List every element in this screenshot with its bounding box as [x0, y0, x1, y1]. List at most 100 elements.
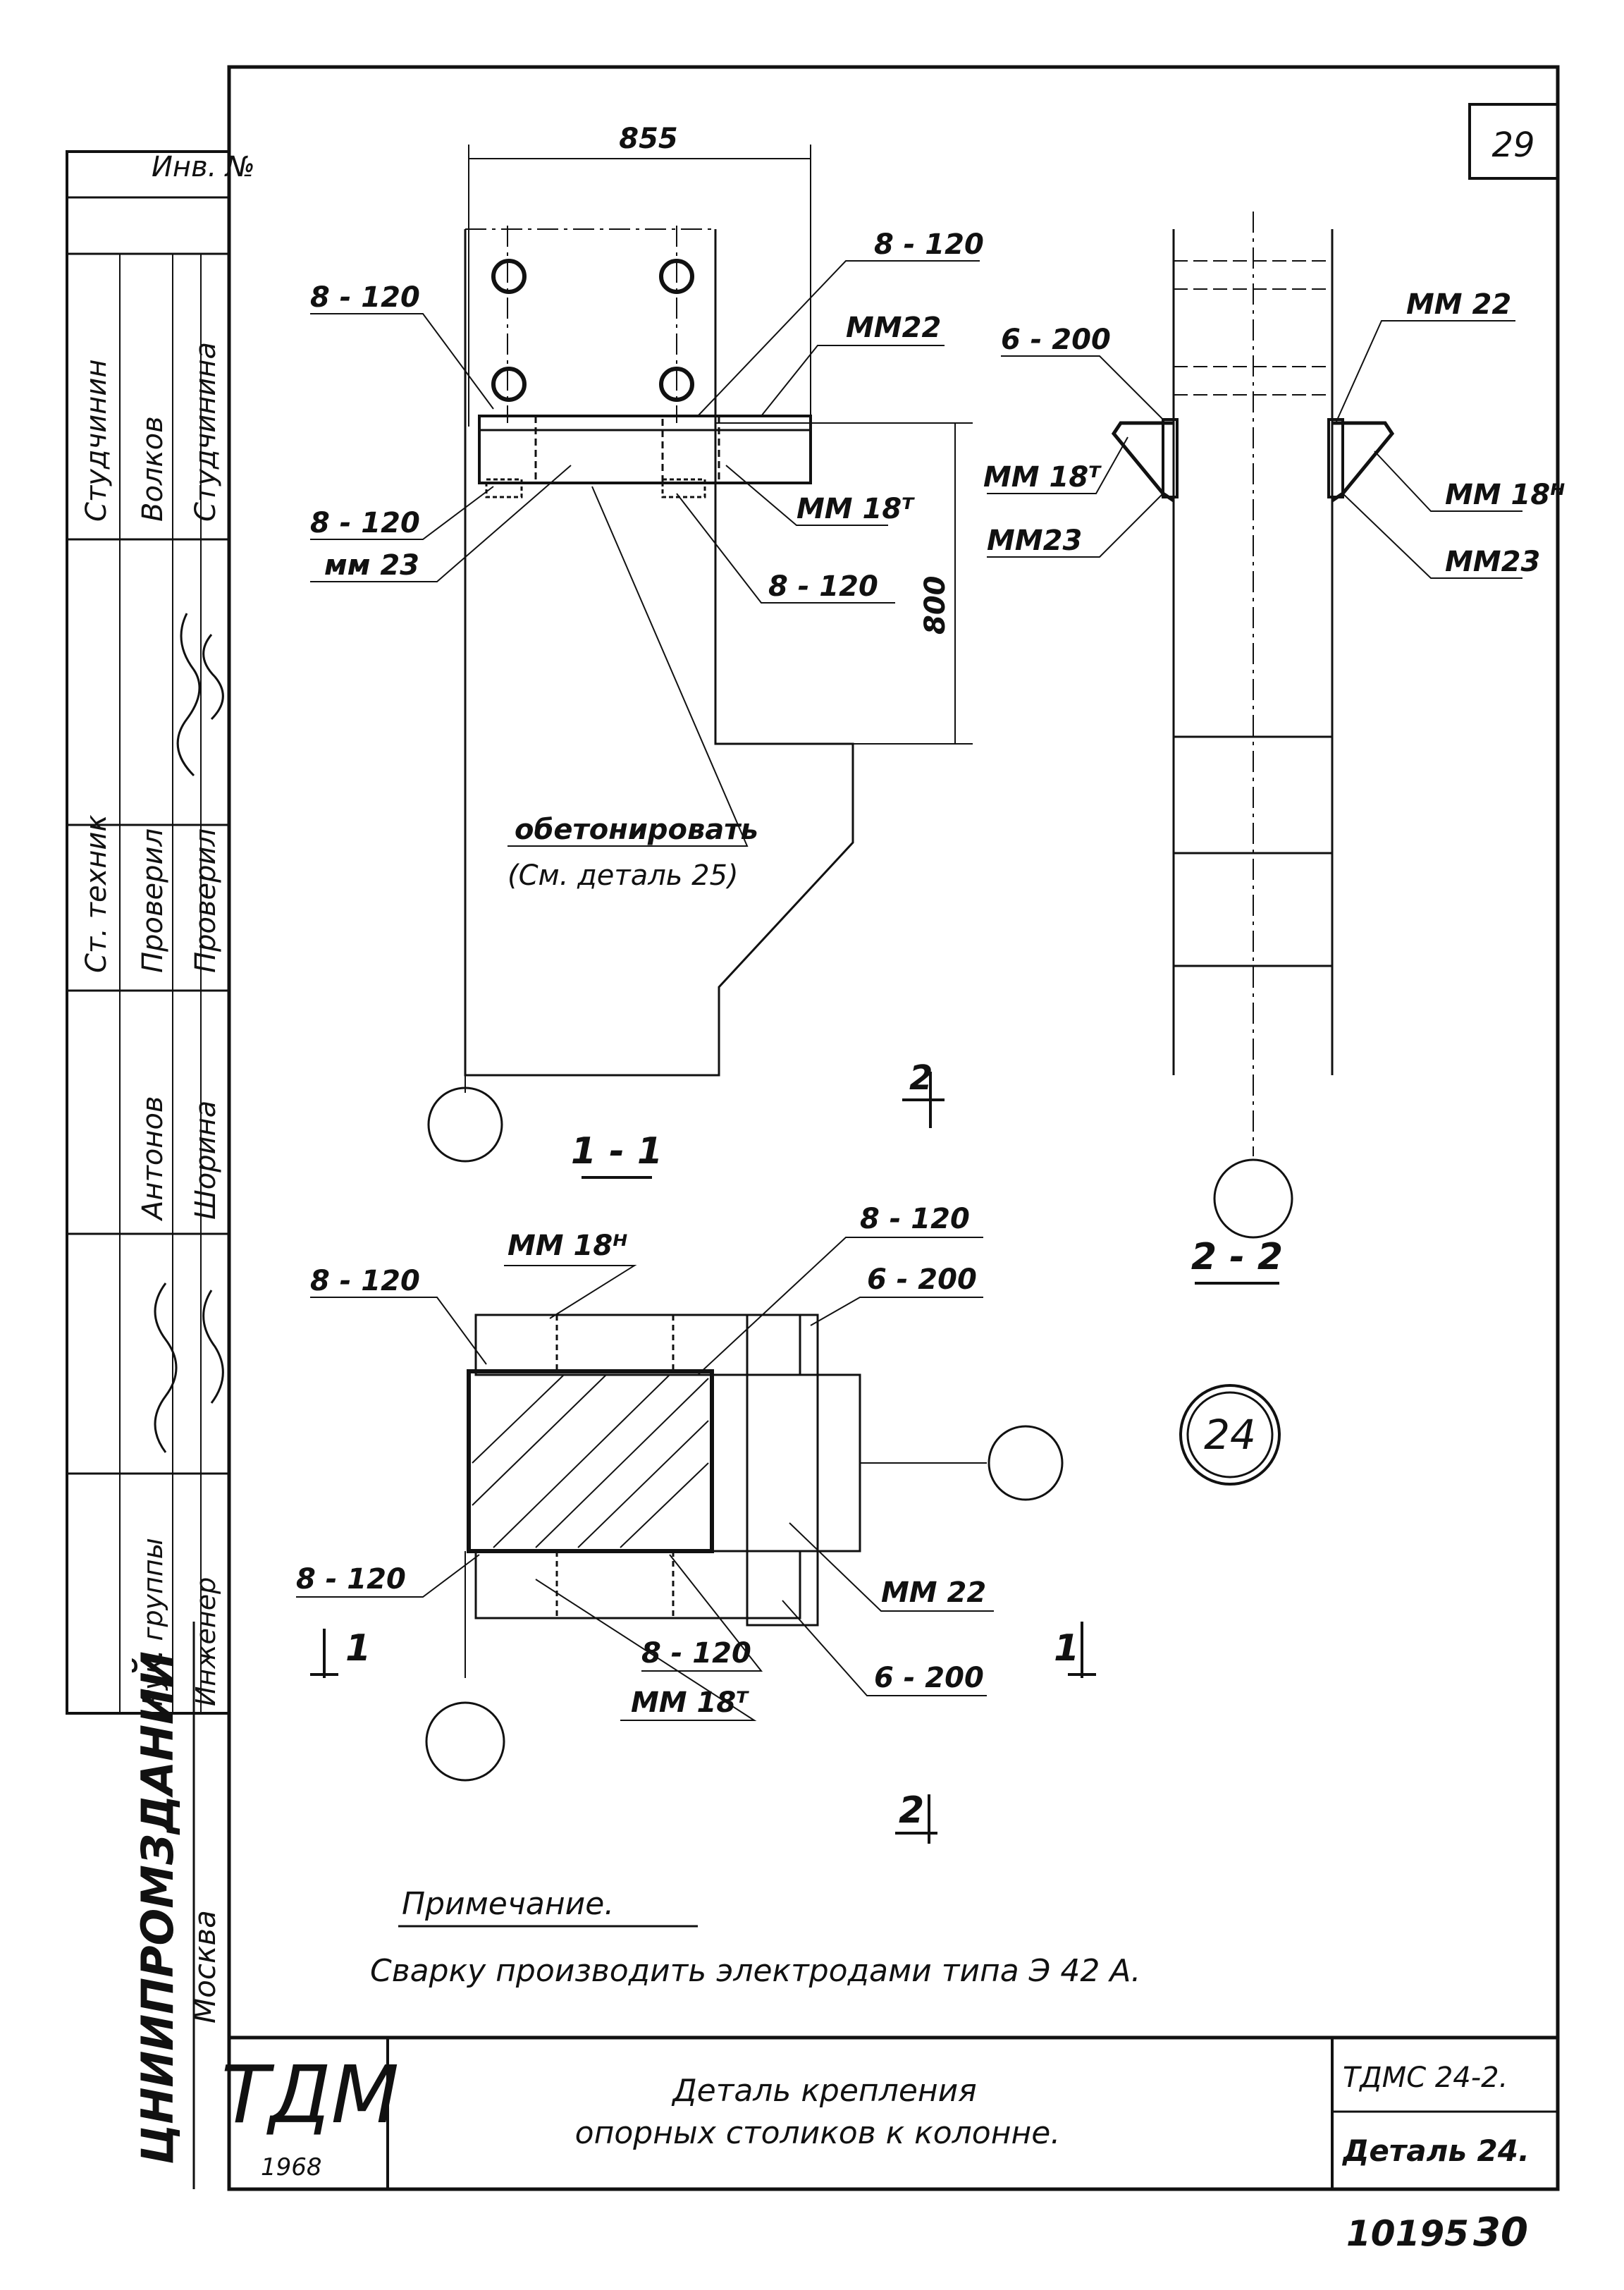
mm22-plate [710, 1373, 861, 1553]
label-mm23: мм 23 [324, 549, 419, 582]
label-mm18t: ММ 18ᵀ [796, 493, 915, 525]
axis-bubble [427, 1086, 503, 1163]
footer-page: 30 [1473, 2210, 1528, 2255]
org-name: ЦНИИПРОМЗДАНИЙ [132, 1651, 183, 2165]
leader [508, 486, 749, 847]
signature-4 [202, 1290, 224, 1404]
support-table [478, 415, 812, 484]
signature-2 [202, 634, 224, 721]
stamp-role-3: Ст. техник [80, 814, 113, 973]
section-title-2-2: 2 - 2 [1191, 1236, 1283, 1278]
label-mm22: ММ22 [846, 312, 941, 344]
leader [782, 1600, 987, 1696]
page-number: 29 [1491, 125, 1534, 165]
leader [310, 465, 572, 582]
cut-1-left: 1 [345, 1627, 371, 1670]
axis-bubble [1213, 1158, 1293, 1239]
leader [810, 1297, 983, 1326]
drawing-code: ТДМС 24-2. [1343, 2062, 1508, 2094]
view-1-1: 855 800 8 - 120 8 - 120 ММ22 8 - 120 мм … [310, 123, 984, 1179]
label-8-120: 8 - 120 [310, 507, 420, 539]
leader [504, 1265, 637, 1319]
upper-plate [474, 1314, 801, 1376]
detail-number: Деталь 24. [1341, 2133, 1530, 2168]
leader [676, 493, 895, 604]
label-8-120: 8 - 120 [860, 1203, 970, 1235]
label-mm22: ММ 22 [881, 1576, 986, 1609]
label-mm18t: ММ 18ᵀ [983, 461, 1102, 494]
bolt-hole [491, 259, 527, 294]
stamp-position-1: Рук. группы [137, 1538, 168, 1706]
stiffener-left [478, 415, 537, 484]
cut-2-top: 2 [909, 1058, 933, 1098]
label-8-120: 8 - 120 [768, 570, 878, 603]
detail-badge-inner [1186, 1391, 1274, 1478]
note-title: Примечание. [402, 1886, 614, 1922]
stamp-name-1: Студчинина [190, 342, 222, 522]
stiffener-right [661, 415, 720, 484]
axis-bubble [425, 1701, 505, 1782]
weld-mark [661, 478, 706, 498]
label-8-120: 8 - 120 [296, 1563, 406, 1596]
label-mm18t: ММ 18ᵀ [631, 1686, 749, 1719]
leader [697, 1237, 983, 1376]
title-line-1: Деталь крепления [671, 2073, 976, 2109]
label-8-120: 8 - 120 [874, 228, 984, 261]
bracket-plate [746, 1314, 819, 1627]
label-mm23: ММ23 [987, 525, 1082, 557]
leader [1342, 493, 1522, 579]
label-mm23: ММ23 [1445, 546, 1540, 578]
detail-badge-outer [1179, 1384, 1281, 1486]
bolt-hole [491, 367, 527, 402]
leader [1374, 451, 1522, 512]
leader [1001, 355, 1164, 420]
footer-number: 10195 [1346, 2213, 1469, 2254]
column-outline [464, 229, 854, 1077]
label-8-120: 8 - 120 [310, 1265, 420, 1297]
label-6-200: 6 - 200 [874, 1662, 984, 1694]
plan-view: 8 - 120 ММ 18ᴴ 8 - 120 6 - 200 8 - 120 М… [296, 1203, 1096, 1844]
leader [310, 1297, 487, 1365]
title-line-2: опорных столиков к колонне. [575, 2115, 1061, 2151]
logo-tdm: ТДМ [221, 2050, 400, 2141]
label-concrete: обетонировать [515, 814, 758, 846]
hatch [472, 1374, 709, 1548]
leader [725, 465, 888, 526]
signature-1 [176, 613, 201, 777]
leader [697, 260, 980, 417]
column-section [467, 1369, 714, 1553]
label-8-120: 8 - 120 [310, 281, 420, 314]
label-6-200: 6 - 200 [867, 1263, 977, 1296]
dim-855: 855 [619, 123, 678, 155]
leader [987, 436, 1128, 494]
stamp-role-5: Антонов [137, 1096, 169, 1223]
leader [987, 493, 1164, 558]
year: 1968 [261, 2153, 322, 2181]
leader [641, 1554, 763, 1672]
label-concrete-ref: (См. деталь 25) [508, 859, 739, 892]
label-8-120: 8 - 120 [641, 1637, 751, 1670]
label-mm18h: ММ 18ᴴ [1445, 479, 1565, 511]
bracket-left-plate [1162, 418, 1179, 498]
inv-label: Инв. № [152, 151, 255, 183]
leader [535, 1579, 757, 1721]
dim-800: 800 [919, 576, 952, 635]
bracket-right [1331, 421, 1395, 503]
bracket-left [1111, 421, 1175, 503]
cut-2-bottom: 2 [899, 1789, 924, 1832]
leader [310, 313, 494, 410]
axis-bubble [988, 1425, 1064, 1501]
stamp-name-5: Шорина [190, 1101, 222, 1220]
view-2-2: 6 - 200 ММ 22 ММ 18ᵀ ММ23 ММ 18ᴴ ММ23 2 … [983, 212, 1565, 1285]
signature-3 [154, 1282, 178, 1453]
note-text: Сварку производить электродами типа Э 42… [370, 1953, 1140, 1989]
weld-mark [485, 478, 523, 498]
leader [310, 486, 494, 540]
stamp-name-3: Проверил [137, 828, 169, 973]
label-mm22: ММ 22 [1406, 288, 1511, 321]
label-mm18h: ММ 18ᴴ [508, 1230, 627, 1262]
leader [789, 1522, 994, 1612]
leader [761, 345, 945, 417]
stamp-position-2: Инженер [190, 1577, 221, 1706]
